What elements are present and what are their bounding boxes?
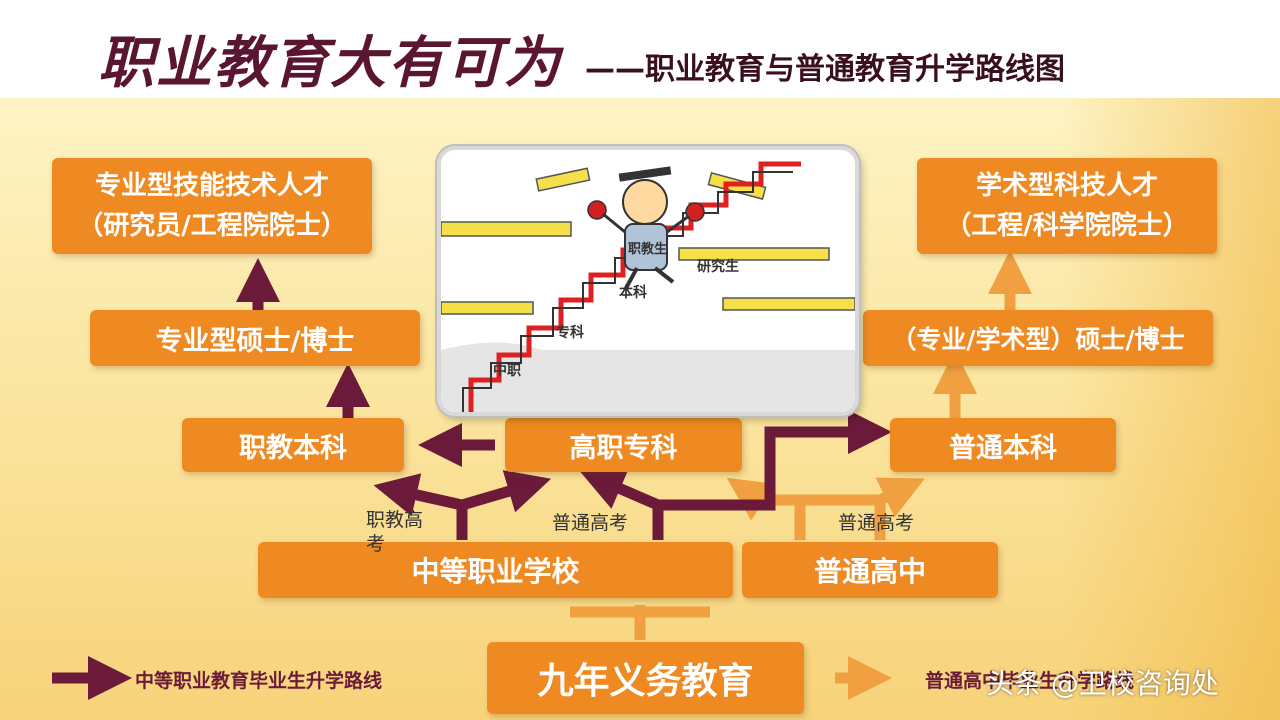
box-professional-master: 专业型硕士/博士	[90, 310, 420, 366]
vocational-talent-note: （研究员/工程院院士）	[77, 211, 347, 241]
arrow-compulsory-up	[570, 605, 710, 640]
cartoon-label-associate: 专科	[556, 325, 584, 341]
label-general-exam-left: 普通高考	[552, 512, 629, 534]
cartoon-label-postgraduate: 研究生	[697, 259, 739, 275]
box-vocational-bachelor: 职教本科	[182, 418, 404, 472]
academic-talent-note: （工程/科学院院士）	[945, 211, 1189, 241]
general-route-arrows	[570, 250, 1032, 700]
box-compulsory-education: 九年义务教育	[487, 642, 804, 714]
legend-general-route: 普通高中毕业生升学路线	[925, 670, 1135, 692]
cartoon-label-bachelor: 本科	[619, 285, 647, 301]
box-higher-vocational: 高职专科	[505, 418, 742, 472]
student-figure	[587, 166, 705, 291]
cartoon-label-student: 职教生	[628, 242, 668, 257]
label-vocational-exam: 职教高考	[366, 509, 424, 555]
box-academic-talent: 学术型科技人才 （工程/科学院院士）	[917, 158, 1217, 254]
header: 职业教育大有可为 ——职业教育与普通教育升学路线图	[0, 0, 1280, 98]
box-general-master: （专业/学术型）硕士/博士	[863, 310, 1213, 366]
vocational-route-arrows	[52, 258, 892, 700]
box-general-high-school: 普通高中	[742, 542, 998, 598]
box-general-bachelor: 普通本科	[890, 418, 1116, 472]
box-vocational-talent: 专业型技能技术人才 （研究员/工程院院士）	[52, 158, 372, 254]
academic-talent-title: 学术型科技人才	[975, 171, 1158, 201]
box-secondary-vocational: 中等职业学校	[258, 542, 733, 598]
page-title: 职业教育大有可为	[98, 30, 562, 96]
legend-vocational-route: 中等职业教育毕业生升学路线	[135, 670, 383, 692]
cartoon-illustration: 中职 专科 本科 职教生 研究生	[437, 146, 859, 416]
watermark: 头条 @卫校咨询处	[986, 667, 1219, 700]
label-general-exam-right: 普通高考	[838, 512, 915, 534]
page-subtitle: ——职业教育与普通教育升学路线图	[585, 52, 1065, 87]
cartoon-label-secondary: 中职	[493, 363, 521, 379]
vocational-talent-title: 专业型技能技术人才	[94, 171, 329, 201]
